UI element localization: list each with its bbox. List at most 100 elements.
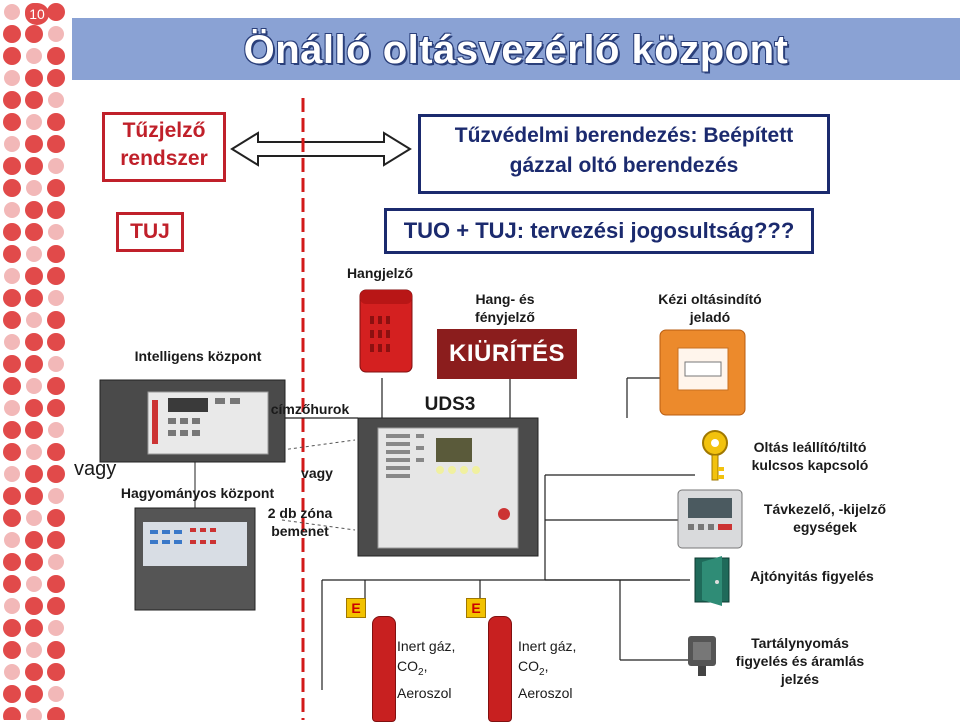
decorative-dot [47,267,65,285]
decorative-dot [47,113,65,131]
decorative-dot [26,48,42,64]
decorative-dot [25,157,43,175]
decorative-dot [25,333,43,351]
gas-cylinder-1 [372,616,396,722]
decorative-dot [48,620,64,636]
decorative-dot [3,619,21,637]
label-gas-1: Inert gáz, CO2, Aeroszol [397,636,487,703]
decorative-dot [48,422,64,438]
decorative-dot [25,91,43,109]
decorative-dot [26,312,42,328]
decorative-dot [25,267,43,285]
decorative-dot [48,26,64,42]
decorative-dot [25,69,43,87]
gas-2-line-3: Aeroszol [518,684,573,701]
label-ajtonyitas: Ajtónyitás figyelés [750,568,874,584]
decorative-dot [4,136,20,152]
decorative-dot [4,466,20,482]
door-icon [694,556,730,606]
decorative-dot [48,488,64,504]
tuj-box: TUJ [116,212,184,252]
intelligent-panel-device [99,379,286,463]
decorative-dot [4,334,20,350]
decorative-dot [48,158,64,174]
label-kezi-oltasindito: Kézi oltásindító jeladó [658,291,762,325]
evacuation-sign: KIÜRÍTÉS [437,329,577,379]
decorative-dot [47,135,65,153]
decorative-dot [3,157,21,175]
gas-2-line-1: Inert gáz, [518,638,577,654]
gas-1-line-1: Inert gáz, [397,638,456,654]
decorative-dot [47,69,65,87]
decorative-dot [3,245,21,263]
decorative-dot [48,224,64,240]
decorative-dot [3,223,21,241]
decorative-dot [47,707,65,720]
decorative-dot [47,399,65,417]
label-cimzohurok: címzőhurok [270,401,350,417]
decorative-dot [47,641,65,659]
decorative-dot [48,686,64,702]
decorative-dot [25,685,43,703]
decorative-dot [48,554,64,570]
decorative-dot [25,663,43,681]
decorative-dot [25,223,43,241]
decorative-dot [47,245,65,263]
fire-protection-text: Tűzvédelmi berendezés: Beépített gázzal … [454,124,794,177]
decorative-dot-pattern [3,3,65,720]
slide-title: Önálló oltásvezérlő központ [243,28,789,72]
decorative-dot [26,114,42,130]
decorative-dot [26,642,42,658]
title-bar [72,18,960,80]
double-arrow [230,131,412,167]
label-hang-es-fenyjelzo: Hang- és fényjelző [475,291,535,325]
decorative-dot [47,443,65,461]
manual-call-point-icon [659,329,746,416]
decorative-dot [3,509,21,527]
label-2-db-zona: 2 db zóna bemenet [267,505,333,539]
decorative-dot [47,377,65,395]
decorative-dot [26,708,42,720]
gas-1-line-2: CO2, [397,658,428,678]
gas-2-line-2: CO2, [518,658,549,678]
decorative-dot [47,465,65,483]
decorative-dot [25,465,43,483]
label-intelligens-kozpont: Intelligens központ [134,348,262,364]
decorative-dot [4,202,20,218]
decorative-dot [3,113,21,131]
decorative-dot [4,70,20,86]
decorative-dot [47,509,65,527]
decorative-dot [25,135,43,153]
decorative-dot [47,575,65,593]
uds3-unit-device [357,417,539,557]
decorative-dot [25,553,43,571]
decorative-dot [26,246,42,262]
decorative-dot [47,333,65,351]
decorative-dot [3,685,21,703]
gas-1-line-3: Aeroszol [397,684,452,701]
decorative-dot [3,553,21,571]
label-vagy-left: vagy [74,458,117,480]
decorative-dot [25,531,43,549]
decorative-dot [25,201,43,219]
tuj-text: TUJ [130,220,170,243]
decorative-dot [26,180,42,196]
remote-display-device [677,489,743,549]
siren-icon [359,289,413,373]
decorative-dot [3,179,21,197]
decorative-dot [3,421,21,439]
decorative-dot [4,400,20,416]
label-gas-2: Inert gáz, CO2, Aeroszol [518,636,608,703]
design-license-box: TUO + TUJ: tervezési jogosultság??? [384,208,814,254]
decorative-dot [25,597,43,615]
decorative-dot [4,268,20,284]
decorative-dot [3,91,21,109]
decorative-dot [3,25,21,43]
label-hangjelzo: Hangjelző [346,265,414,281]
decorative-dot [26,378,42,394]
design-license-text: TUO + TUJ: tervezési jogosultság??? [403,218,795,243]
decorative-dot [26,444,42,460]
fire-alarm-system-box: Tűzjelző rendszer [102,112,226,182]
fire-protection-box: Tűzvédelmi berendezés: Beépített gázzal … [418,114,830,194]
slide-number: 10 [25,3,49,25]
